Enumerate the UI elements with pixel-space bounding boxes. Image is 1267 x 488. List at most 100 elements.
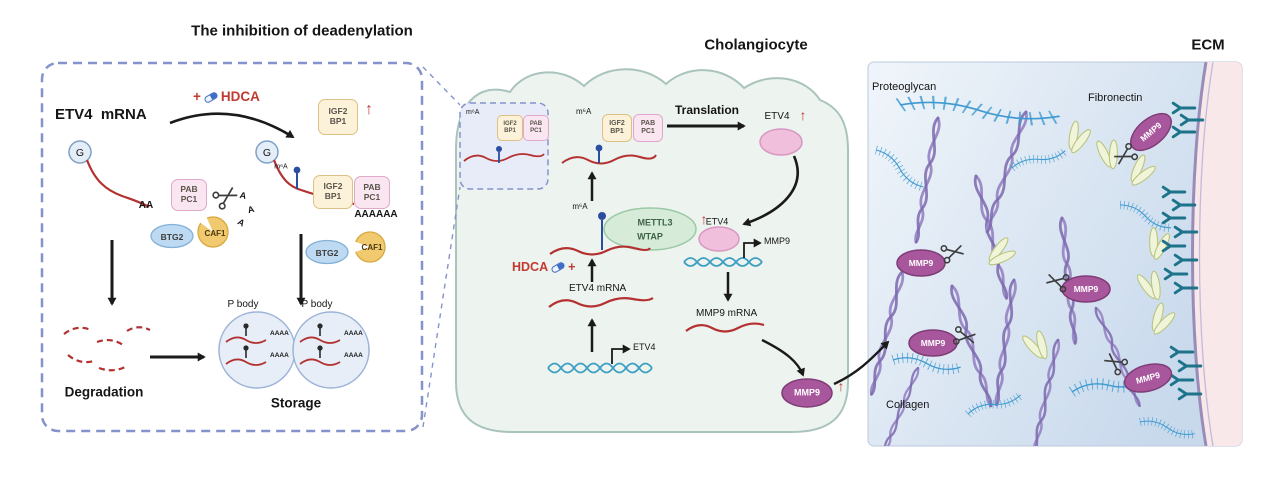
storage-label: Storage [270, 395, 322, 411]
up-arrow-icon: ↑ [799, 107, 807, 123]
p-body-1 [218, 311, 296, 389]
mrna-strand [85, 159, 150, 208]
hdca-name: HDCA [220, 89, 260, 104]
cleaved-a-label: A [238, 189, 248, 202]
caf1-label: CAF1 [361, 243, 383, 252]
caf1-protein-shape [353, 231, 386, 263]
igf2bp1-line1: IGF2 [609, 119, 625, 127]
zoom-link-line [422, 186, 461, 428]
left-panel-title: The inhibition of deadenylation [191, 22, 413, 40]
stored-polya-label: AAAA [344, 352, 363, 359]
degradation-label: Degradation [64, 384, 144, 400]
pabpc1-line1: PAB [180, 184, 198, 195]
pabpc1-line2: PC1 [641, 128, 655, 135]
pabpc1-line1: PAB [640, 119, 656, 127]
etv4-gene-arrow [611, 344, 631, 364]
mmp9-secretion-arrow [833, 340, 890, 386]
zoom-link-line [422, 66, 461, 106]
ecm-title: ECM [1191, 36, 1225, 54]
mmp9-protein-label: MMP9 [1073, 283, 1099, 294]
g-cap-icon [68, 140, 92, 164]
mmp9-protein-label: MMP9 [920, 337, 946, 348]
cholangiocyte-title: Cholangiocyte [704, 36, 808, 54]
mmp9-protein-label: MMP9 [793, 387, 821, 398]
mrna-strand [463, 153, 545, 162]
collagen-label: Collagen [886, 399, 930, 411]
igf2bp1-line2: BP1 [324, 191, 342, 201]
up-arrow-icon: ↑ [365, 101, 373, 118]
hdca-treatment-arrow [169, 112, 295, 139]
etv4-protein-label: ETV4 [705, 216, 729, 227]
degraded-mrna-fragments [63, 326, 151, 372]
p-body-label: P body [301, 299, 333, 310]
cell-membrane-region [1192, 62, 1242, 446]
mmp9-gene-arrow [743, 238, 762, 258]
igf2bp1-line1: IGF2 [323, 181, 343, 192]
m6a-label: m⁶A [572, 202, 588, 211]
etv4-protein-shape [759, 128, 803, 156]
igf2bp1-line2: BP1 [329, 116, 347, 126]
mrna-strand [561, 154, 657, 165]
mmp9-gene-label: MMP9 [764, 236, 791, 246]
pabpc1-line2: PC1 [180, 194, 198, 204]
up-arrow-icon: ↑ [837, 378, 845, 394]
stored-polya-label: AAAA [270, 352, 289, 359]
cell-membrane-inner-line [1198, 62, 1214, 446]
g-cap-label: G [262, 146, 272, 159]
p-body-2 [292, 311, 370, 389]
mmp9-translation-arrow [761, 338, 805, 377]
mrna-strand [548, 297, 654, 308]
stored-polya-label: AAAA [344, 330, 363, 337]
dna-strand [547, 362, 653, 374]
etv4-to-dna-arrow [742, 155, 799, 227]
pabpc1-line1: PAB [529, 121, 543, 128]
m6a-pin-icon [293, 166, 301, 189]
mettl3-label: METTL3 [637, 217, 673, 228]
caf1-label: CAF1 [204, 229, 226, 238]
igf2bp1-line1: IGF2 [503, 121, 517, 128]
mmp9-enzymes [896, 112, 1173, 393]
hdca-pill-icon [203, 90, 219, 105]
cell-membrane-line [1191, 62, 1208, 446]
cholangiocyte-panel-art [422, 66, 890, 433]
dna-strand [683, 257, 763, 267]
mrna-strand [549, 245, 651, 256]
pabpc1-line2: PC1 [363, 191, 381, 202]
igf2bp1-line2: BP1 [610, 128, 624, 135]
proteoglycan-label: Proteoglycan [872, 81, 937, 93]
fibronectin-label: Fibronectin [1088, 92, 1143, 104]
mettl3-wtap-complex-shape [603, 207, 697, 251]
etv4-mrna-label: ETV4 mRNA [55, 106, 147, 123]
igf2bp1-line2: BP1 [504, 128, 516, 134]
hdca-pill-icon [550, 260, 566, 275]
up-arrow-icon: ↑ [700, 211, 708, 227]
polya-tail-label: AAAAAA [354, 209, 398, 220]
mmp9-protein-shape [781, 378, 833, 408]
m6a-label: m⁶A [274, 163, 288, 171]
pabpc1-line1: PAB [363, 181, 381, 192]
p-body-label: P body [227, 299, 259, 310]
plus-sign: + [568, 260, 576, 274]
m6a-pin-icon [496, 146, 502, 163]
wtap-label: WTAP [637, 231, 663, 242]
inhibition-panel-art [40, 61, 424, 433]
etv4-gene-label: ETV4 [633, 342, 656, 352]
mrna-strand [685, 322, 765, 333]
ecm-panel-art [867, 61, 1243, 447]
caf1-protein-shape [197, 216, 229, 248]
btg2-label: BTG2 [315, 247, 339, 258]
igf2bp1-line1: IGF2 [328, 106, 348, 117]
btg2-protein-shape [305, 239, 349, 265]
g-cap-icon [255, 140, 279, 164]
hdca-name: HDCA [512, 260, 549, 274]
plus-sign: + [193, 89, 201, 104]
stored-polya-label: AAAA [270, 330, 289, 337]
hdca-treatment-label: HDCA + [512, 260, 576, 275]
